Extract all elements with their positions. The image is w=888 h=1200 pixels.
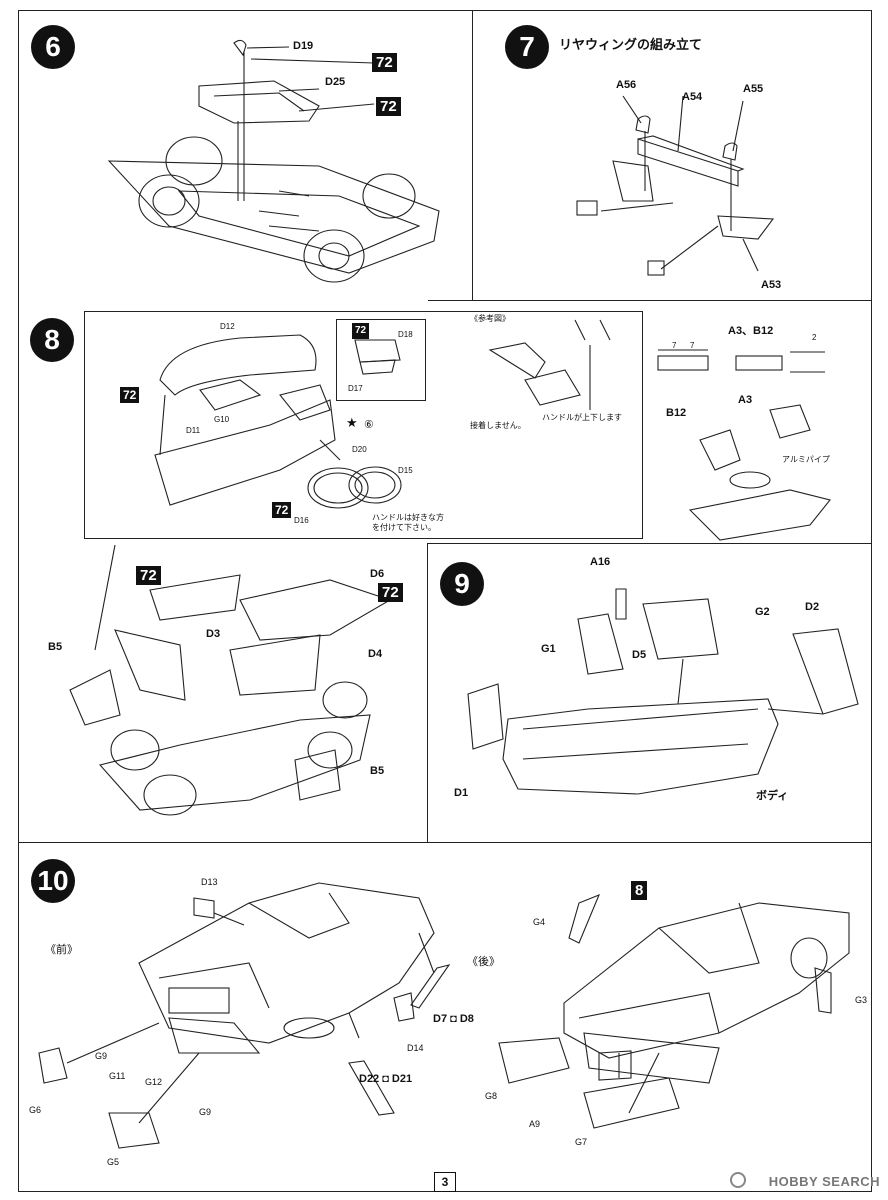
console-inset — [336, 319, 426, 401]
step-number: 7 — [505, 25, 549, 69]
label-G9: G9 — [95, 1051, 108, 1061]
label-G7: G7 — [575, 1137, 588, 1147]
label-B5: B5 — [370, 765, 385, 777]
note-glue: 接着しません。 — [470, 421, 526, 430]
label-G6: G6 — [29, 1105, 42, 1115]
label-G5: G5 — [107, 1157, 120, 1167]
label-G4: G4 — [533, 917, 546, 927]
label-D7-D8: D7 ◘ D8 — [433, 1013, 474, 1025]
label-G2: G2 — [755, 606, 770, 618]
label-D6: D6 — [370, 568, 385, 580]
label-D13: D13 — [201, 877, 218, 887]
dim-7b: 7 — [690, 341, 695, 350]
step-number: 9 — [440, 562, 484, 606]
dim-2: 2 — [812, 333, 817, 342]
label-A55: A55 — [743, 83, 764, 95]
dashboard-inset — [84, 311, 643, 539]
label-G9: G9 — [199, 1107, 212, 1117]
rear-wing-illustration — [576, 95, 775, 276]
car-body-illustrations — [38, 882, 850, 1149]
label-B5: B5 — [48, 641, 63, 653]
watermark-icon — [730, 1172, 746, 1188]
step-number: 10 — [31, 859, 75, 903]
label-body: ボディ — [756, 789, 789, 802]
front-view-label: 《前》 — [45, 943, 78, 956]
note-choice-2: を付けて下さい。 — [372, 523, 436, 532]
page-number: 3 — [434, 1172, 456, 1192]
paint-badge: 8 — [631, 881, 648, 900]
label-D2: D2 — [805, 601, 820, 613]
note-choice-1: ハンドルは好きな方 — [372, 513, 444, 522]
paint-badge: 72 — [120, 387, 140, 403]
body-illustration — [467, 588, 859, 795]
step-number: 6 — [31, 25, 75, 69]
label-A3: A3 — [738, 394, 753, 406]
step-8-lower-panel — [18, 300, 428, 843]
paint-badge: 72 — [372, 53, 397, 72]
label-A3-B12: A3、B12 — [728, 325, 774, 337]
label-D18: D18 — [398, 330, 413, 339]
label-G11: G11 — [109, 1071, 126, 1081]
dim-7a: 7 — [672, 341, 677, 350]
label-D17: D17 — [348, 384, 363, 393]
label-G10: G10 — [214, 415, 230, 424]
label-A9: A9 — [529, 1119, 541, 1129]
paint-badge: 72 — [272, 502, 292, 518]
label-D19: D19 — [293, 40, 314, 52]
note-handle: ハンドルが上下します — [542, 413, 622, 422]
label-D16: D16 — [294, 516, 309, 525]
step-10-panel: 10 D13 《前》 《後》 D7 ◘ D8 D14 — [18, 842, 872, 1192]
label-D15: D15 — [398, 466, 413, 475]
label-B12: B12 — [666, 407, 687, 419]
step-6-panel: 6 D19 72 D25 72 — [18, 10, 473, 301]
label-G1: G1 — [541, 643, 556, 655]
label-G3: G3 — [855, 995, 868, 1005]
paint-badge: 72 — [376, 97, 401, 116]
label-G8: G8 — [485, 1091, 498, 1101]
label-D5: D5 — [632, 649, 647, 661]
label-A16: A16 — [590, 556, 611, 568]
watermark-text: HOBBY SEARCH — [768, 1174, 880, 1189]
paint-badge: 72 — [352, 323, 370, 339]
label-D11: D11 — [186, 426, 201, 435]
step-8-number: 8 — [30, 318, 74, 362]
label-A54: A54 — [682, 91, 703, 103]
label-A53: A53 — [761, 279, 782, 291]
label-D25: D25 — [325, 76, 346, 88]
chassis-illustration — [107, 39, 440, 283]
paint-badge: 72 — [378, 583, 403, 602]
star-icon: ★ — [346, 416, 358, 431]
label-G12: G12 — [145, 1077, 163, 1087]
label-D14: D14 — [407, 1043, 424, 1053]
step-9-panel: 9 A16 G2 D2 G1 D5 D1 ボディ — [427, 543, 872, 843]
label-D3: D3 — [206, 628, 221, 640]
label-D22-D21: D22 ◘ D21 — [359, 1073, 413, 1085]
ref-title: 《参考図》 — [470, 314, 510, 323]
label-D12: D12 — [220, 322, 235, 331]
step-title: リヤウィングの組み立て — [559, 38, 703, 53]
paint-badge: 72 — [136, 566, 161, 585]
rear-view-label: 《後》 — [467, 955, 500, 968]
circle-six: ⑥ — [364, 419, 374, 431]
label-alumi-pipe: アルミパイプ — [782, 455, 830, 464]
label-D20: D20 — [352, 445, 367, 454]
label-A56: A56 — [616, 79, 637, 91]
label-D4: D4 — [368, 648, 383, 660]
label-D1: D1 — [454, 787, 469, 799]
